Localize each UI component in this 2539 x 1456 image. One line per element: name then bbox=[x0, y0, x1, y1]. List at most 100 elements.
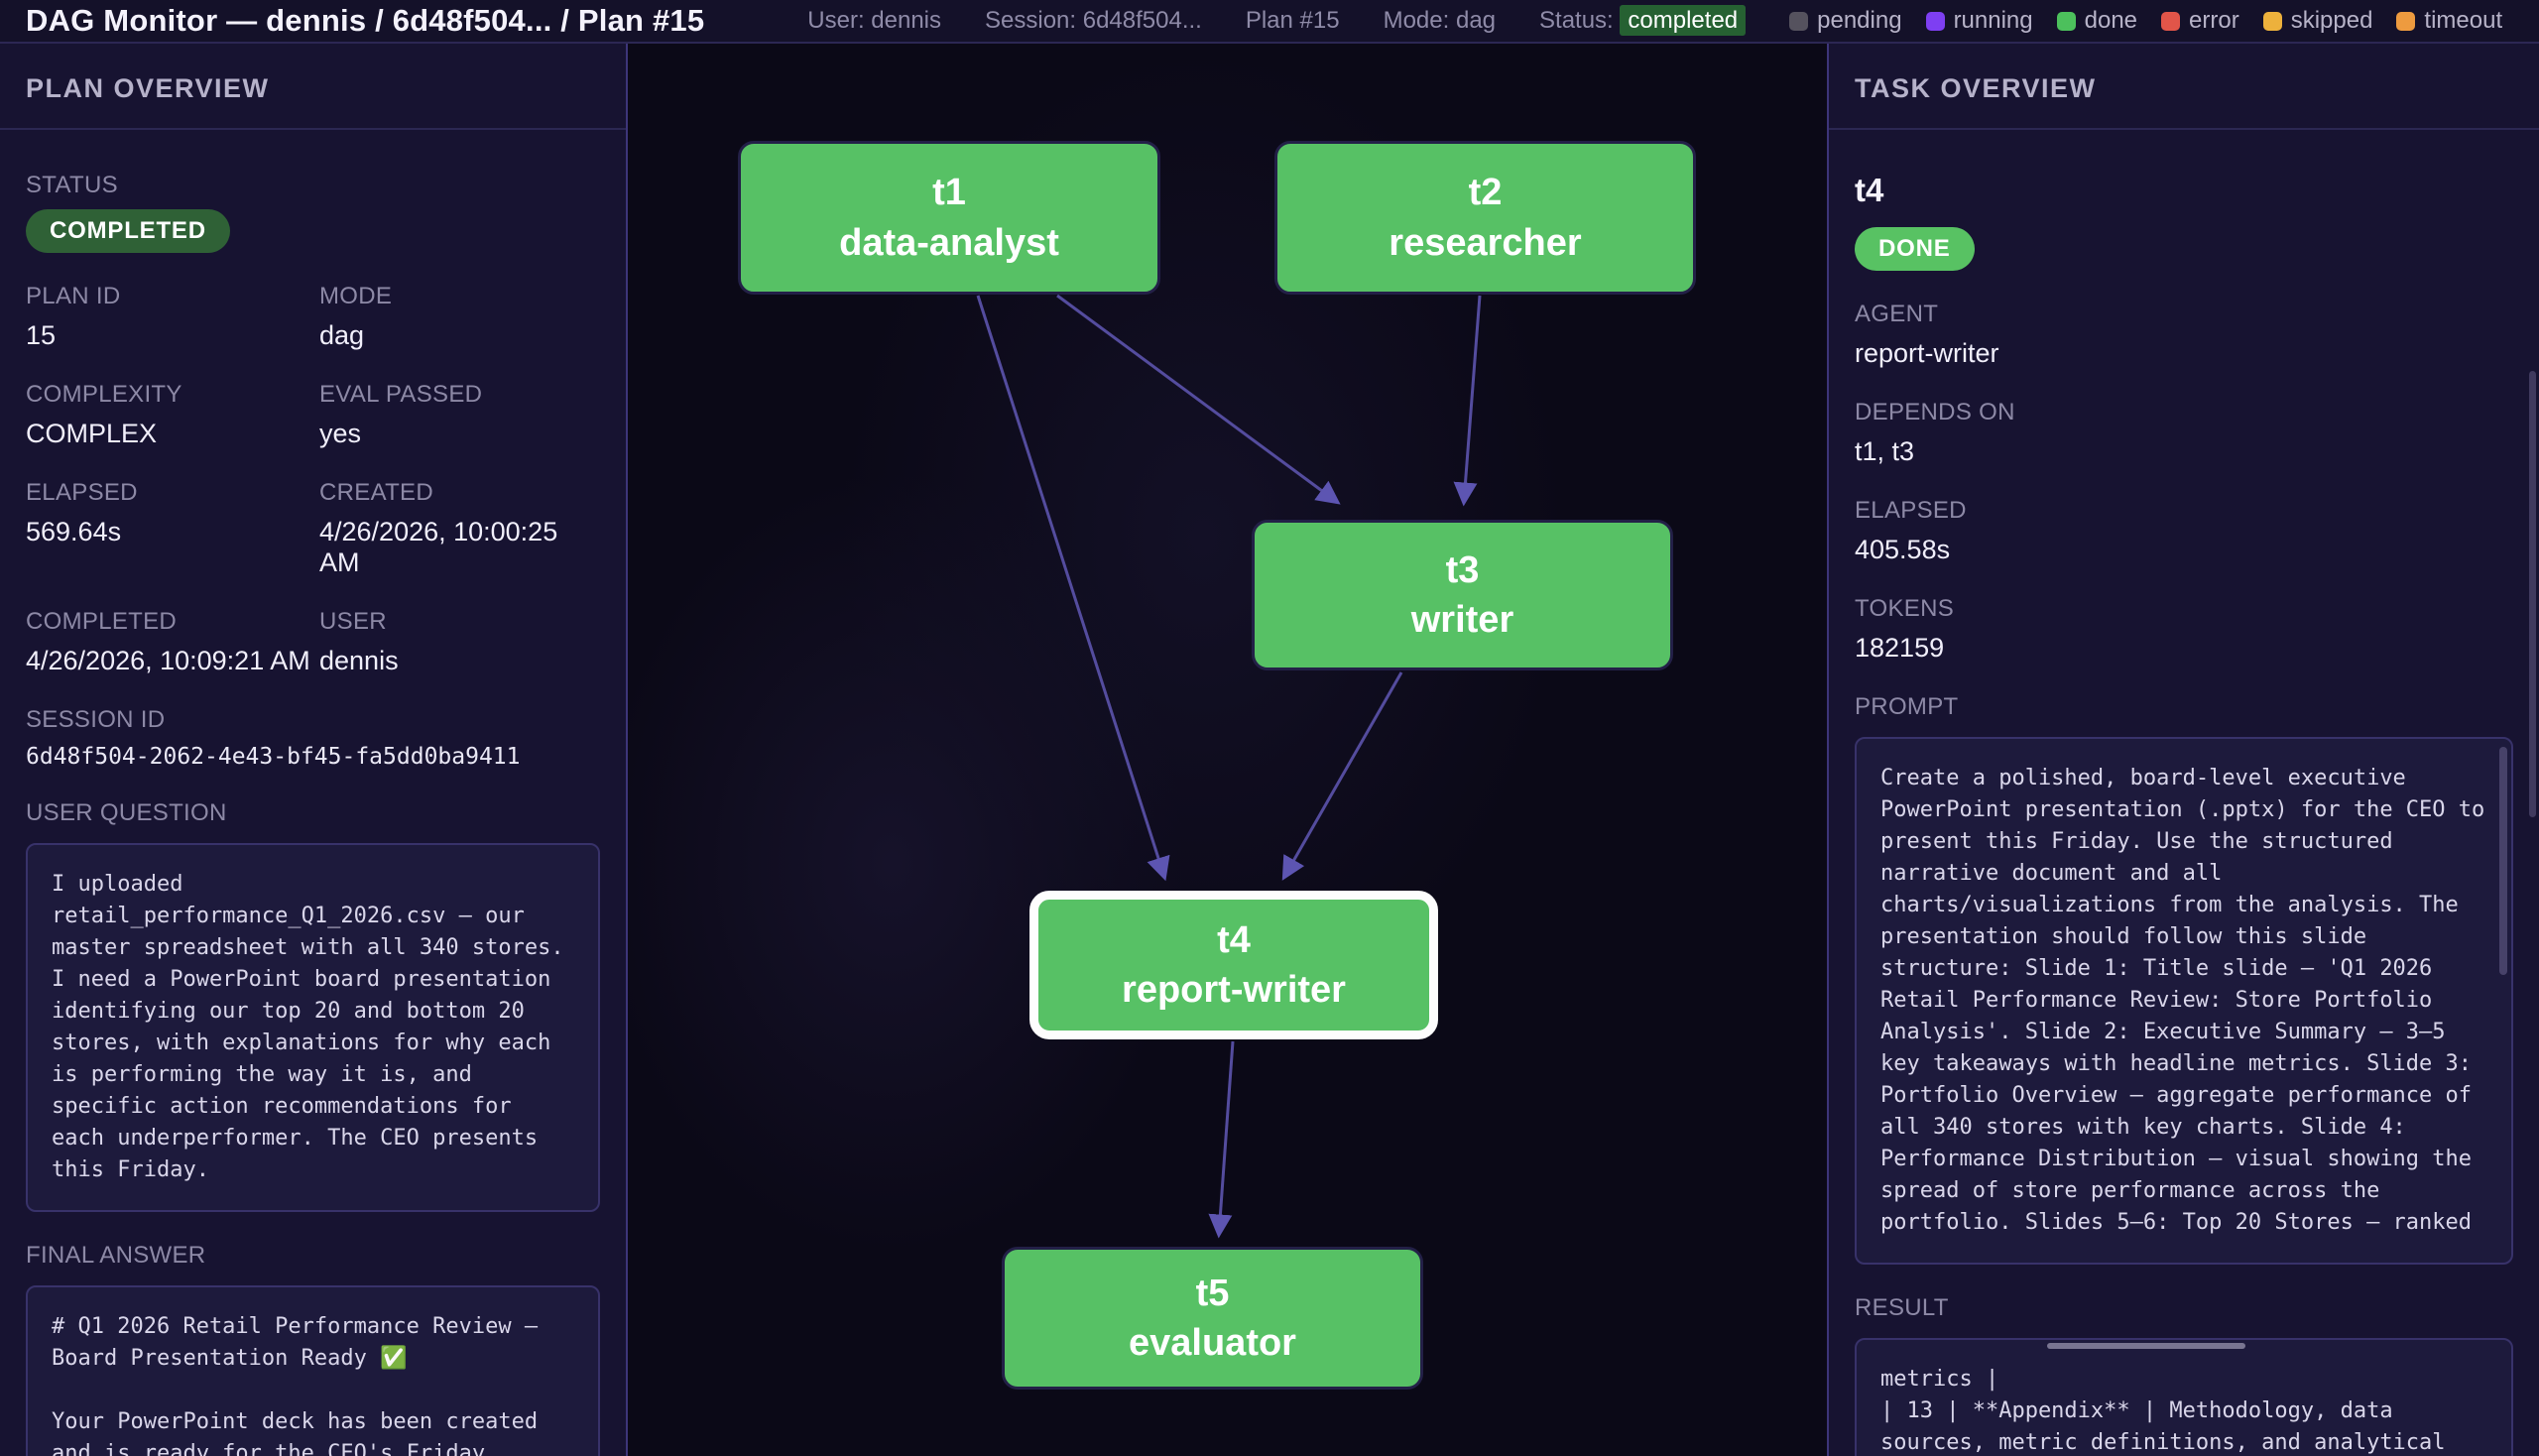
dag-edge-t4-t5 bbox=[1208, 1040, 1235, 1239]
legend-item-timeout: timeout bbox=[2396, 7, 2502, 35]
field-agent: AGENT report-writer bbox=[1855, 301, 2513, 369]
node-id: t1 bbox=[932, 172, 966, 214]
legend-label: timeout bbox=[2424, 7, 2503, 34]
field-value: 4/26/2026, 10:09:21 AM bbox=[26, 646, 310, 675]
dag-node-t2[interactable]: t2 researcher bbox=[1274, 141, 1696, 295]
field-label: USER bbox=[319, 608, 387, 635]
field-value: yes bbox=[319, 419, 362, 448]
field-value: 4/26/2026, 10:00:25 AM bbox=[319, 517, 558, 577]
dag-edge-t3-t4 bbox=[1281, 671, 1403, 881]
field-value: report-writer bbox=[1855, 338, 1999, 368]
node-id: t3 bbox=[1445, 548, 1480, 591]
legend-item-done: done bbox=[2056, 7, 2138, 35]
field-label: COMPLETED bbox=[26, 608, 178, 635]
dag-edge-t1-t4 bbox=[976, 295, 1170, 882]
session-id-field: SESSION ID 6d48f504-2062-4e43-bf45-fa5dd… bbox=[26, 706, 600, 770]
top-bar: DAG Monitor — dennis / 6d48f504... / Pla… bbox=[0, 0, 2539, 44]
field-value: 182159 bbox=[1855, 633, 1945, 663]
right-panel-scrollbar-thumb[interactable] bbox=[2529, 371, 2536, 817]
legend-label: pending bbox=[1817, 7, 1902, 34]
done-swatch-icon bbox=[2056, 11, 2076, 31]
status-indicator: Status: completed bbox=[1539, 5, 1747, 36]
user-question-section: USER QUESTION I uploaded retail_performa… bbox=[26, 799, 600, 1212]
legend-label: error bbox=[2189, 7, 2239, 34]
result-clipped-line bbox=[2047, 1343, 2245, 1349]
prompt-box[interactable]: Create a polished, board-level executive… bbox=[1855, 737, 2513, 1265]
main-layout: PLAN OVERVIEW STATUS COMPLETED PLAN ID 15… bbox=[0, 44, 2539, 1456]
status-label: Status: bbox=[1539, 7, 1614, 34]
field-value: t1, t3 bbox=[1855, 436, 1915, 466]
error-swatch-icon bbox=[2161, 11, 2181, 31]
field-label: TOKENS bbox=[1855, 595, 1955, 622]
field-tokens: TOKENS 182159 bbox=[1855, 595, 2513, 664]
result-label: RESULT bbox=[1855, 1294, 1949, 1321]
plan-status-badge: COMPLETED bbox=[26, 209, 230, 253]
field-label: ELAPSED bbox=[1855, 497, 1967, 524]
user-question-label: USER QUESTION bbox=[26, 799, 227, 826]
field-value: dag bbox=[319, 320, 365, 350]
node-agent: researcher bbox=[1389, 221, 1582, 264]
field-label: DEPENDS ON bbox=[1855, 399, 2015, 425]
field-label: AGENT bbox=[1855, 301, 1939, 327]
field-label: COMPLEXITY bbox=[26, 381, 182, 408]
prompt-label: PROMPT bbox=[1855, 693, 1959, 720]
field-eval-passed: EVAL PASSED yes bbox=[319, 381, 600, 449]
task-overview-header: TASK OVERVIEW bbox=[1829, 44, 2539, 130]
field-plan-id: PLAN ID 15 bbox=[26, 283, 319, 351]
topbar-meta-item: Mode: dag bbox=[1383, 7, 1497, 34]
field-label: PLAN ID bbox=[26, 283, 121, 309]
result-section: RESULT metrics | | 13 | **Appendix** | M… bbox=[1855, 1294, 2513, 1456]
final-answer-box[interactable]: # Q1 2026 Retail Performance Review — Bo… bbox=[26, 1285, 600, 1456]
field-elapsed: ELAPSED 405.58s bbox=[1855, 497, 2513, 565]
running-swatch-icon bbox=[1925, 11, 1945, 31]
field-value: 15 bbox=[26, 320, 57, 350]
field-value: COMPLEX bbox=[26, 419, 158, 448]
app-title: DAG Monitor — dennis / 6d48f504... / Pla… bbox=[26, 3, 705, 38]
final-answer-label: FINAL ANSWER bbox=[26, 1242, 206, 1269]
field-label: EVAL PASSED bbox=[319, 381, 483, 408]
session-id-value: 6d48f504-2062-4e43-bf45-fa5dd0ba9411 bbox=[26, 744, 521, 770]
task-status-row: DONE bbox=[1855, 227, 2513, 271]
legend-label: done bbox=[2084, 7, 2138, 34]
pending-swatch-icon bbox=[1789, 11, 1809, 31]
session-id-label: SESSION ID bbox=[26, 706, 166, 733]
user-question-box[interactable]: I uploaded retail_performance_Q1_2026.cs… bbox=[26, 843, 600, 1212]
field-completed: COMPLETED 4/26/2026, 10:09:21 AM bbox=[26, 608, 319, 676]
field-value: 405.58s bbox=[1855, 535, 1951, 564]
result-box[interactable]: metrics | | 13 | **Appendix** | Methodol… bbox=[1855, 1338, 2513, 1456]
plan-status-field: STATUS COMPLETED bbox=[26, 172, 600, 253]
field-complexity: COMPLEXITY COMPLEX bbox=[26, 381, 319, 449]
legend-item-skipped: skipped bbox=[2262, 7, 2373, 35]
prompt-scrollbar-thumb[interactable] bbox=[2499, 747, 2507, 975]
node-id: t4 bbox=[1217, 918, 1251, 961]
dag-edge-t2-t3 bbox=[1453, 295, 1482, 507]
dag-edge-t1-t3 bbox=[1056, 294, 1341, 505]
dag-edges bbox=[976, 294, 1482, 1239]
node-id: t2 bbox=[1468, 172, 1503, 214]
skipped-swatch-icon bbox=[2262, 11, 2282, 31]
task-id: t4 bbox=[1855, 172, 1884, 208]
legend-label: skipped bbox=[2290, 7, 2373, 34]
legend-item-error: error bbox=[2161, 7, 2239, 35]
timeout-swatch-icon bbox=[2396, 11, 2416, 31]
plan-status-label: STATUS bbox=[26, 172, 118, 198]
plan-overview-header: PLAN OVERVIEW bbox=[0, 44, 626, 130]
legend-item-pending: pending bbox=[1789, 7, 1902, 35]
field-value: 569.64s bbox=[26, 517, 122, 546]
topbar-meta-item: User: dennis bbox=[807, 7, 942, 34]
task-status-badge: DONE bbox=[1855, 227, 1975, 271]
plan-overview-panel: PLAN OVERVIEW STATUS COMPLETED PLAN ID 15… bbox=[0, 44, 628, 1456]
